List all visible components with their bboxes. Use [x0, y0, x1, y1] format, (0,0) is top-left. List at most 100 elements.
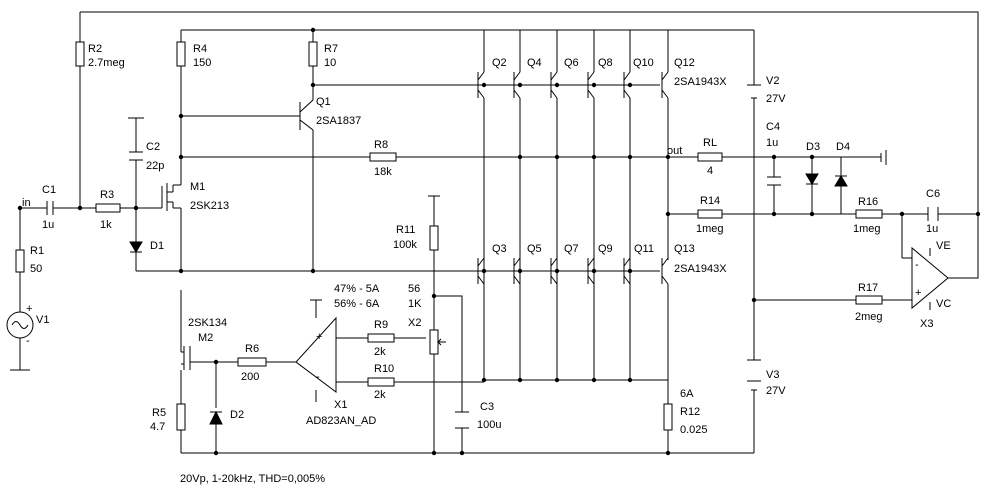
label-r4-ref: R4: [193, 43, 207, 55]
transistor-q12-icon: [661, 71, 669, 99]
capacitor-symbols: [46, 151, 939, 429]
junction-dot: [554, 377, 560, 383]
junction-dot: [591, 268, 597, 274]
mosfet-m1-icon: [161, 183, 174, 211]
label-r3-ref: R3: [100, 189, 114, 201]
label-r10-value: 2k: [374, 389, 386, 401]
junction-dot: [627, 82, 633, 88]
junction-dot: [591, 377, 597, 383]
resistor-r1: [15, 249, 25, 273]
junction-dot: [627, 154, 633, 160]
junction-dot: [213, 450, 219, 456]
junction-dot: [591, 154, 597, 160]
resistor-r6: [237, 357, 267, 367]
junction-dot: [665, 450, 671, 456]
label-x2-value: 1K: [408, 298, 422, 310]
resistor-r8: [369, 152, 397, 162]
label-x1-value: AD823AN_AD: [306, 415, 376, 427]
x1-minus: -: [316, 371, 320, 383]
label-c2-ref: C2: [146, 141, 160, 153]
note-bias-2: 56% - 6A: [334, 298, 380, 310]
junction-dot: [517, 154, 523, 160]
battery-v2-icon: [747, 84, 761, 99]
junction-dot: [481, 268, 487, 274]
resistor-r5: [176, 403, 186, 431]
label-r9-value: 2k: [374, 346, 386, 358]
label-c6-value: 1u: [926, 223, 938, 235]
junction-dot: [178, 113, 184, 119]
junction-dot: [665, 211, 671, 217]
transistor-q5-icon: [513, 257, 521, 285]
resistor-r3: [95, 203, 121, 213]
label-r9-ref: R9: [374, 319, 388, 331]
label-x1-ref: X1: [334, 399, 347, 411]
transistor-q9-icon: [587, 257, 595, 285]
label-q2: Q2: [492, 57, 507, 69]
junction-dot: [809, 211, 815, 217]
label-d4-ref: D4: [836, 141, 850, 153]
label-q1-ref: Q1: [316, 96, 331, 108]
junction-dot: [554, 268, 560, 274]
junction-dot: [627, 268, 633, 274]
note-bias-1: 47% - 5A: [334, 283, 380, 295]
label-r12-ref: R12: [680, 406, 700, 418]
transistor-q4-icon: [513, 71, 521, 99]
label-d1-ref: D1: [150, 240, 164, 252]
capacitor-c4: [767, 176, 781, 186]
label-q9: Q9: [598, 243, 613, 255]
label-m1-value: 2SK213: [190, 200, 229, 212]
transistor-q1-icon: [299, 99, 314, 131]
label-v3-ref: V3: [766, 369, 779, 381]
wires: [10, 11, 979, 454]
label-r6-value: 200: [241, 371, 259, 383]
label-x3-ref: X3: [920, 318, 933, 330]
source-symbols: [6, 84, 761, 391]
label-r8-ref: R8: [374, 139, 388, 151]
resistor-symbols: [15, 41, 883, 431]
label-r5-value: 4.7: [150, 421, 165, 433]
label-in: in: [22, 197, 31, 209]
junction-dot: [481, 377, 487, 383]
label-c4-ref: C4: [766, 121, 780, 133]
label-c2-value: 22p: [146, 160, 164, 172]
junction-dot: [809, 154, 815, 160]
opamp-x1-icon: [295, 316, 337, 393]
label-q12-type: 2SA1943X: [674, 76, 727, 88]
label-ve: VE: [936, 240, 951, 252]
junction-dot: [751, 297, 757, 303]
diode-d2-icon: [209, 410, 223, 425]
diode-d1-icon: [129, 241, 143, 253]
diode-d3-icon: [805, 173, 819, 185]
junction-dot: [310, 27, 316, 33]
transistor-q8-icon: [587, 71, 595, 99]
label-m2-value: 2SK134: [188, 317, 227, 329]
labels: R2 2.7meg R4 150 R7 10 Q1 2SA1837 C2 22p…: [22, 43, 951, 485]
label-q6: Q6: [564, 57, 579, 69]
transistor-q10-icon: [623, 71, 631, 99]
label-r2-ref: R2: [88, 43, 102, 55]
label-r1-ref: R1: [30, 245, 44, 257]
label-v1-ref: V1: [36, 314, 49, 326]
transistor-symbols: [161, 71, 669, 370]
label-q5: Q5: [527, 243, 542, 255]
resistor-r9: [367, 333, 395, 343]
resistor-r12: [663, 403, 673, 431]
label-r14-value: 1meg: [696, 223, 724, 235]
wiper-arrow-icon: [437, 338, 446, 346]
potentiometer-x2: [429, 329, 439, 355]
v1-minus: -: [26, 335, 30, 347]
x1-plus: +: [316, 331, 322, 343]
label-r14-ref: R14: [700, 195, 720, 207]
mosfet-m2-icon: [180, 346, 191, 370]
ground-symbols: [310, 195, 440, 301]
x3-minus: -: [915, 259, 919, 271]
transistor-q3-icon: [477, 257, 485, 285]
capacitor-c2: [129, 151, 143, 161]
junction-dot: [591, 82, 597, 88]
label-v3-value: 27V: [766, 385, 786, 397]
junction-dot: [213, 359, 219, 365]
label-m2-ref: M2: [198, 332, 213, 344]
ac-source-v1-icon: [6, 311, 34, 339]
junction-dot: [431, 450, 437, 456]
